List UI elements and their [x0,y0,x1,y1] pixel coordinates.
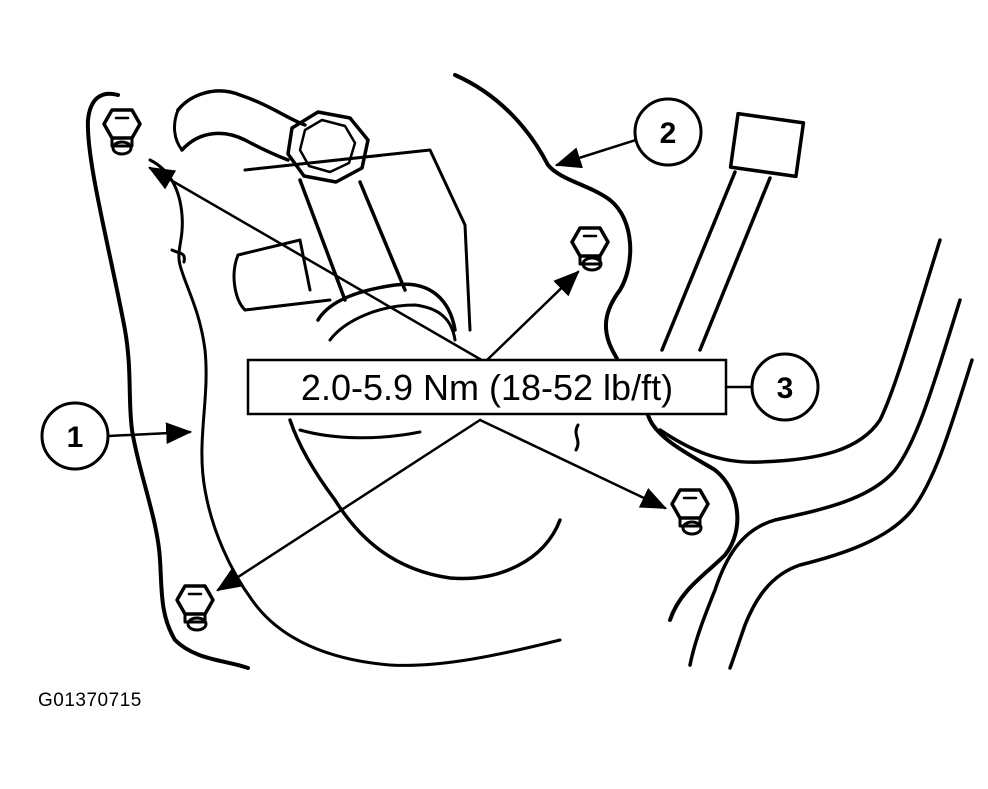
nut-lower-right [670,488,710,536]
torque-spec-text: 2.0-5.9 Nm (18-52 lb/ft) [301,367,673,408]
callout-2-label: 2 [660,117,677,150]
nut-upper-right [570,226,610,272]
callout-2: 2 [554,97,703,169]
callout-1: 1 [40,401,193,471]
torque-spec-label: 2.0-5.9 Nm (18-52 lb/ft) [246,358,728,416]
right-side-rod [658,111,974,670]
nut-upper-left [102,108,142,156]
shift-linkage [173,89,580,581]
cover-plate-outline [85,73,740,670]
figure-id: G01370715 [38,690,142,711]
callout-1-label: 1 [67,421,84,454]
nut-lower-left [175,584,215,632]
callout-3-label: 3 [777,372,794,405]
callout-3: 3 [724,352,820,422]
torque-arrows [148,166,667,592]
